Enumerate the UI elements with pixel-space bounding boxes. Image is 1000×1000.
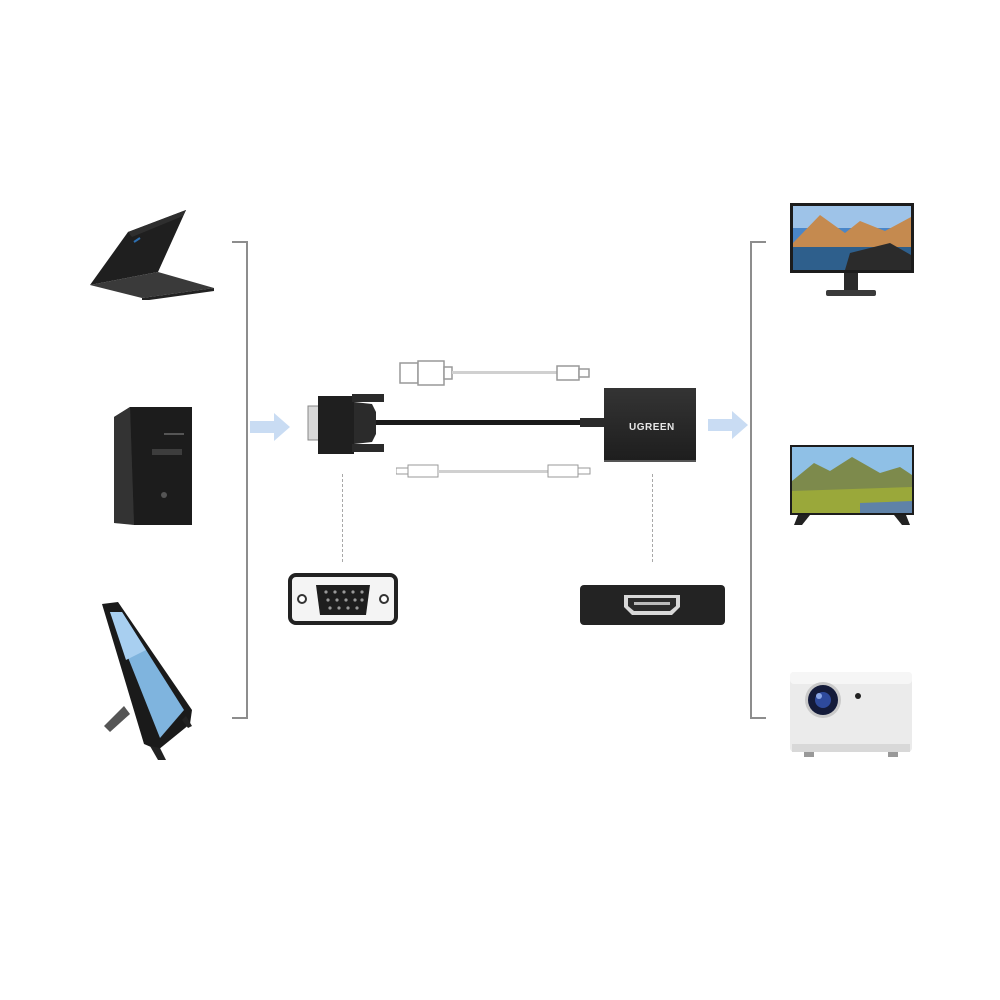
tv-icon [790, 445, 914, 527]
hdmi-port-icon [580, 585, 725, 627]
desktop-tower-icon [112, 405, 196, 527]
vga-cable-adapter [300, 388, 710, 460]
usb-power-cable [300, 360, 600, 400]
output-arrow-icon [708, 410, 750, 440]
vga-guide-line [342, 474, 343, 562]
vga-port-icon [288, 573, 398, 625]
monitor-icon [790, 203, 914, 298]
input-arrow-icon [250, 412, 292, 442]
audio-cable [396, 462, 596, 482]
laptop-icon [88, 210, 218, 300]
output-devices-bracket [750, 241, 766, 719]
hdmi-guide-line [652, 474, 653, 562]
all-in-one-pc-icon [96, 598, 201, 763]
brand-label: UGREEN [629, 422, 675, 433]
projector-icon [790, 670, 912, 762]
source-devices-bracket [232, 241, 248, 719]
ugreen-adapter-box: UGREEN [604, 388, 696, 462]
